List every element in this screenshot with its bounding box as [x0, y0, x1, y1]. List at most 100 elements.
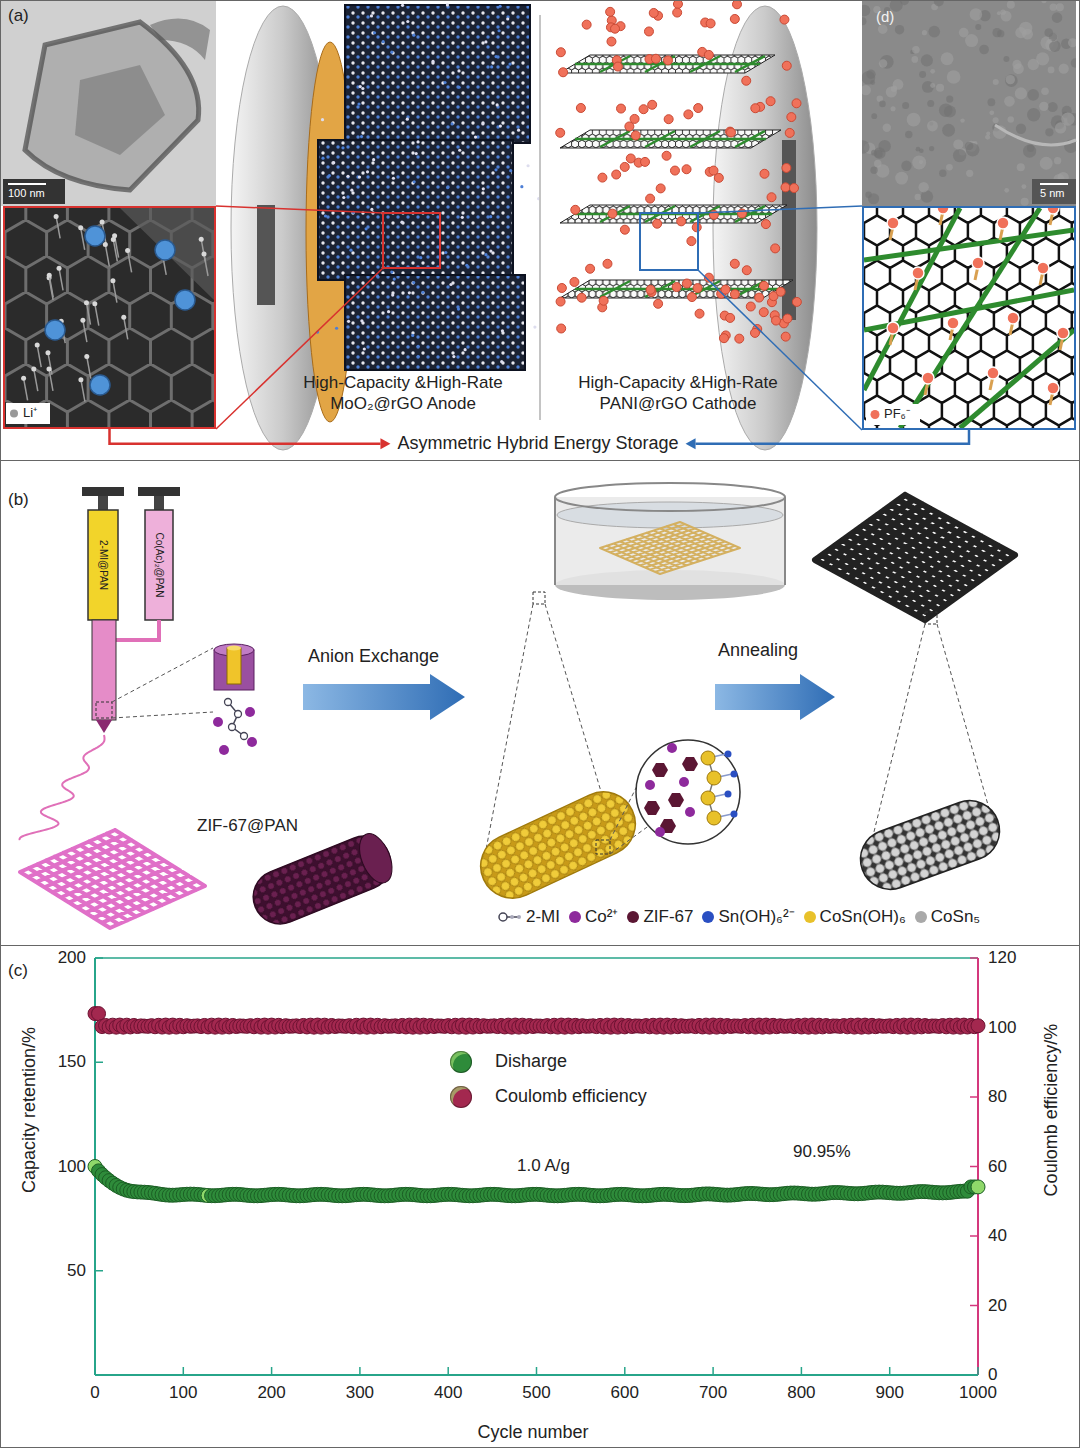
tem-image — [862, 1, 1076, 206]
tem-speck — [1015, 87, 1027, 99]
anion-dot — [649, 8, 658, 17]
tem-speck — [1003, 56, 1009, 62]
cosn-hydroxide-unit — [707, 771, 721, 785]
tem-speck — [912, 156, 926, 170]
core-top — [227, 646, 241, 651]
tem-speck — [927, 121, 938, 132]
loose-particle — [526, 164, 529, 167]
axis-tick — [271, 1367, 273, 1375]
tem-speck — [1006, 75, 1015, 84]
loose-particle — [499, 5, 502, 8]
tem-speck — [902, 102, 909, 109]
electrode-caption: High-Capacity &High-Rate MoO₂@rGO Anode — [293, 372, 513, 415]
legend-item: Co²⁺ — [569, 907, 618, 927]
anion-dot — [782, 163, 791, 172]
tem-particle-core — [75, 65, 165, 155]
molecule-atom — [235, 711, 242, 718]
tem-speck — [865, 192, 871, 198]
tem-speck — [862, 5, 870, 17]
ion-path — [105, 244, 109, 266]
small-ion — [57, 266, 62, 271]
beaker-wall — [784, 497, 786, 585]
anion-dot — [571, 205, 580, 214]
panel-b-art — [20, 483, 1016, 932]
legend-text: CoSn(OH)₆ — [820, 907, 906, 927]
tick-label: 50 — [67, 1261, 86, 1281]
loose-particle — [392, 177, 395, 180]
small-ion — [111, 237, 116, 242]
ion-path — [83, 320, 87, 342]
tem-speck — [946, 164, 953, 171]
loose-particle — [365, 227, 368, 230]
anion-dot — [630, 114, 639, 123]
zoom-circle — [636, 740, 740, 844]
stannate-ion — [725, 791, 732, 798]
tick-label: 1000 — [959, 1383, 997, 1403]
anion-dot — [631, 131, 640, 140]
anion-dot — [692, 223, 701, 232]
loose-particle — [357, 102, 360, 105]
loose-particle — [497, 29, 500, 32]
ion-label: PF₆⁻ — [884, 406, 910, 422]
small-ion — [80, 318, 85, 323]
tem-speck — [953, 149, 966, 162]
legend-text: CoSn₅ — [931, 907, 980, 927]
tem-texture — [862, 1, 1076, 206]
loose-particle — [494, 55, 497, 58]
loose-particle — [335, 327, 338, 330]
polyaniline-chain — [735, 206, 765, 222]
tem-speck — [911, 56, 918, 63]
anion-dot — [557, 324, 566, 333]
anion-dot — [972, 257, 984, 269]
connector — [110, 429, 391, 449]
process-label: Annealing — [718, 640, 798, 662]
loose-particle — [500, 360, 503, 363]
tem-speck — [986, 131, 990, 135]
beaker-rim — [555, 483, 785, 511]
fiber-mesh — [815, 495, 1015, 620]
anion-dot — [732, 0, 741, 9]
anion-dot — [664, 115, 673, 124]
stannate-ion — [725, 751, 732, 758]
anion-dot — [714, 173, 723, 182]
ion-sample-dot — [10, 410, 18, 418]
syringe-label: 2-MI@PAN — [97, 540, 109, 590]
small-ion — [121, 315, 126, 320]
tem-speck — [1040, 157, 1053, 170]
anion-dot — [782, 61, 791, 70]
tem-speck — [989, 110, 994, 115]
anion-dot — [677, 217, 686, 226]
panel-frame: (a)Li⁺PF₆⁻Asymmetric Hybrid Energy Stora… — [0, 0, 1080, 461]
legend-swatch — [569, 911, 581, 923]
tem-speck — [985, 135, 990, 140]
tem-speck — [1047, 39, 1052, 44]
tem-speck — [1039, 102, 1048, 111]
anion-dot — [556, 297, 565, 306]
zoom-line — [698, 206, 862, 213]
anion-dot — [790, 184, 799, 193]
tick-label: 100 — [988, 1017, 1016, 1037]
anion-dot — [653, 219, 662, 228]
tick-label: 500 — [522, 1383, 550, 1403]
loose-particle — [373, 31, 376, 34]
zif-crystal — [652, 763, 668, 777]
blue-inset-art — [864, 208, 1074, 428]
anion-dot — [1037, 262, 1049, 274]
small-ion — [45, 350, 50, 355]
legend-item: Disharge — [450, 1051, 567, 1073]
tem-speck — [918, 182, 928, 192]
polyaniline-chain — [864, 230, 1074, 260]
tem-speck — [929, 146, 934, 151]
anion-dot — [559, 68, 568, 77]
anion-dot — [1057, 327, 1069, 339]
electrospinning-jet — [20, 735, 105, 840]
loose-particle — [496, 103, 499, 106]
tem-speck — [975, 24, 981, 30]
tem-speck — [1004, 188, 1009, 193]
loose-particle — [443, 81, 446, 84]
polyaniline-chain — [735, 131, 765, 147]
anion-dot — [787, 113, 796, 122]
loose-particle — [363, 347, 366, 350]
tem-speck — [953, 139, 963, 149]
anion-dot — [682, 279, 691, 288]
